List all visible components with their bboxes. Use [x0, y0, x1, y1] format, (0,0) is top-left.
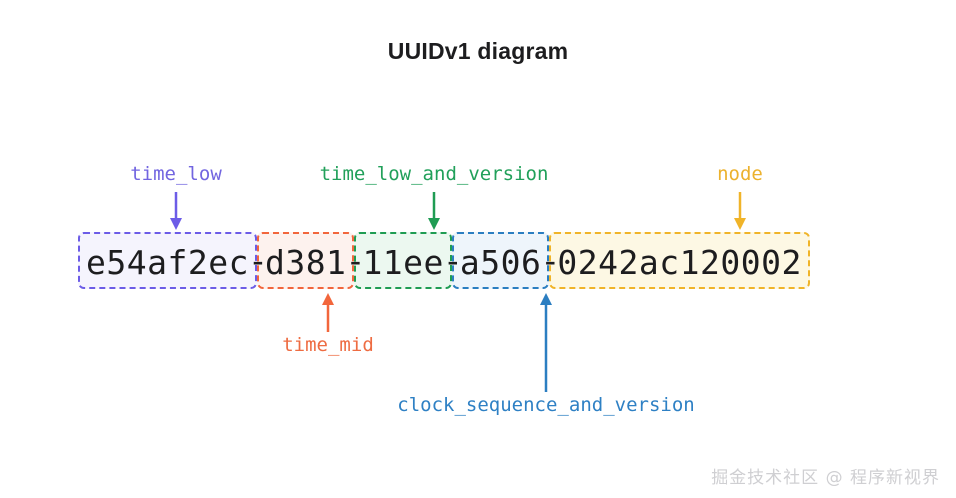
- arrow-up-clock-sequence-and-version-icon: [538, 292, 554, 392]
- uuid-string: e54af2ec - d381 - 11ee - a506 - 0242ac12…: [78, 232, 810, 289]
- arrow-down-node-icon: [732, 192, 748, 232]
- uuid-segment-clock-sequence-and-version: a506: [451, 232, 550, 289]
- page-title: UUIDv1 diagram: [387, 38, 569, 64]
- uuid-segment-time-low: e54af2ec: [78, 232, 257, 289]
- watermark: 掘金技术社区 @ 程序新视界: [711, 468, 940, 488]
- label-node: node: [717, 163, 763, 185]
- label-time-low: time_low: [130, 163, 222, 185]
- label-time-mid: time_mid: [282, 334, 374, 356]
- uuid-separator-glyph: -: [540, 241, 561, 280]
- uuid-separator-glyph: -: [442, 241, 463, 280]
- arrow-down-time-low-icon: [168, 192, 184, 232]
- uuid-segment-time-mid: d381: [256, 232, 355, 289]
- uuid-separator-glyph: -: [345, 241, 366, 280]
- arrow-down-time-low-and-version-icon: [426, 192, 442, 232]
- uuid-separator-glyph: -: [247, 241, 268, 280]
- uuid-segment-node: 0242ac120002: [549, 232, 810, 289]
- label-time-low-and-version: time_low_and_version: [319, 163, 549, 185]
- arrow-up-time-mid-icon: [320, 292, 336, 332]
- uuid-segment-time-low-and-version: 11ee: [354, 232, 452, 289]
- label-clock-sequence-and-version: clock_sequence_and_version: [397, 394, 695, 416]
